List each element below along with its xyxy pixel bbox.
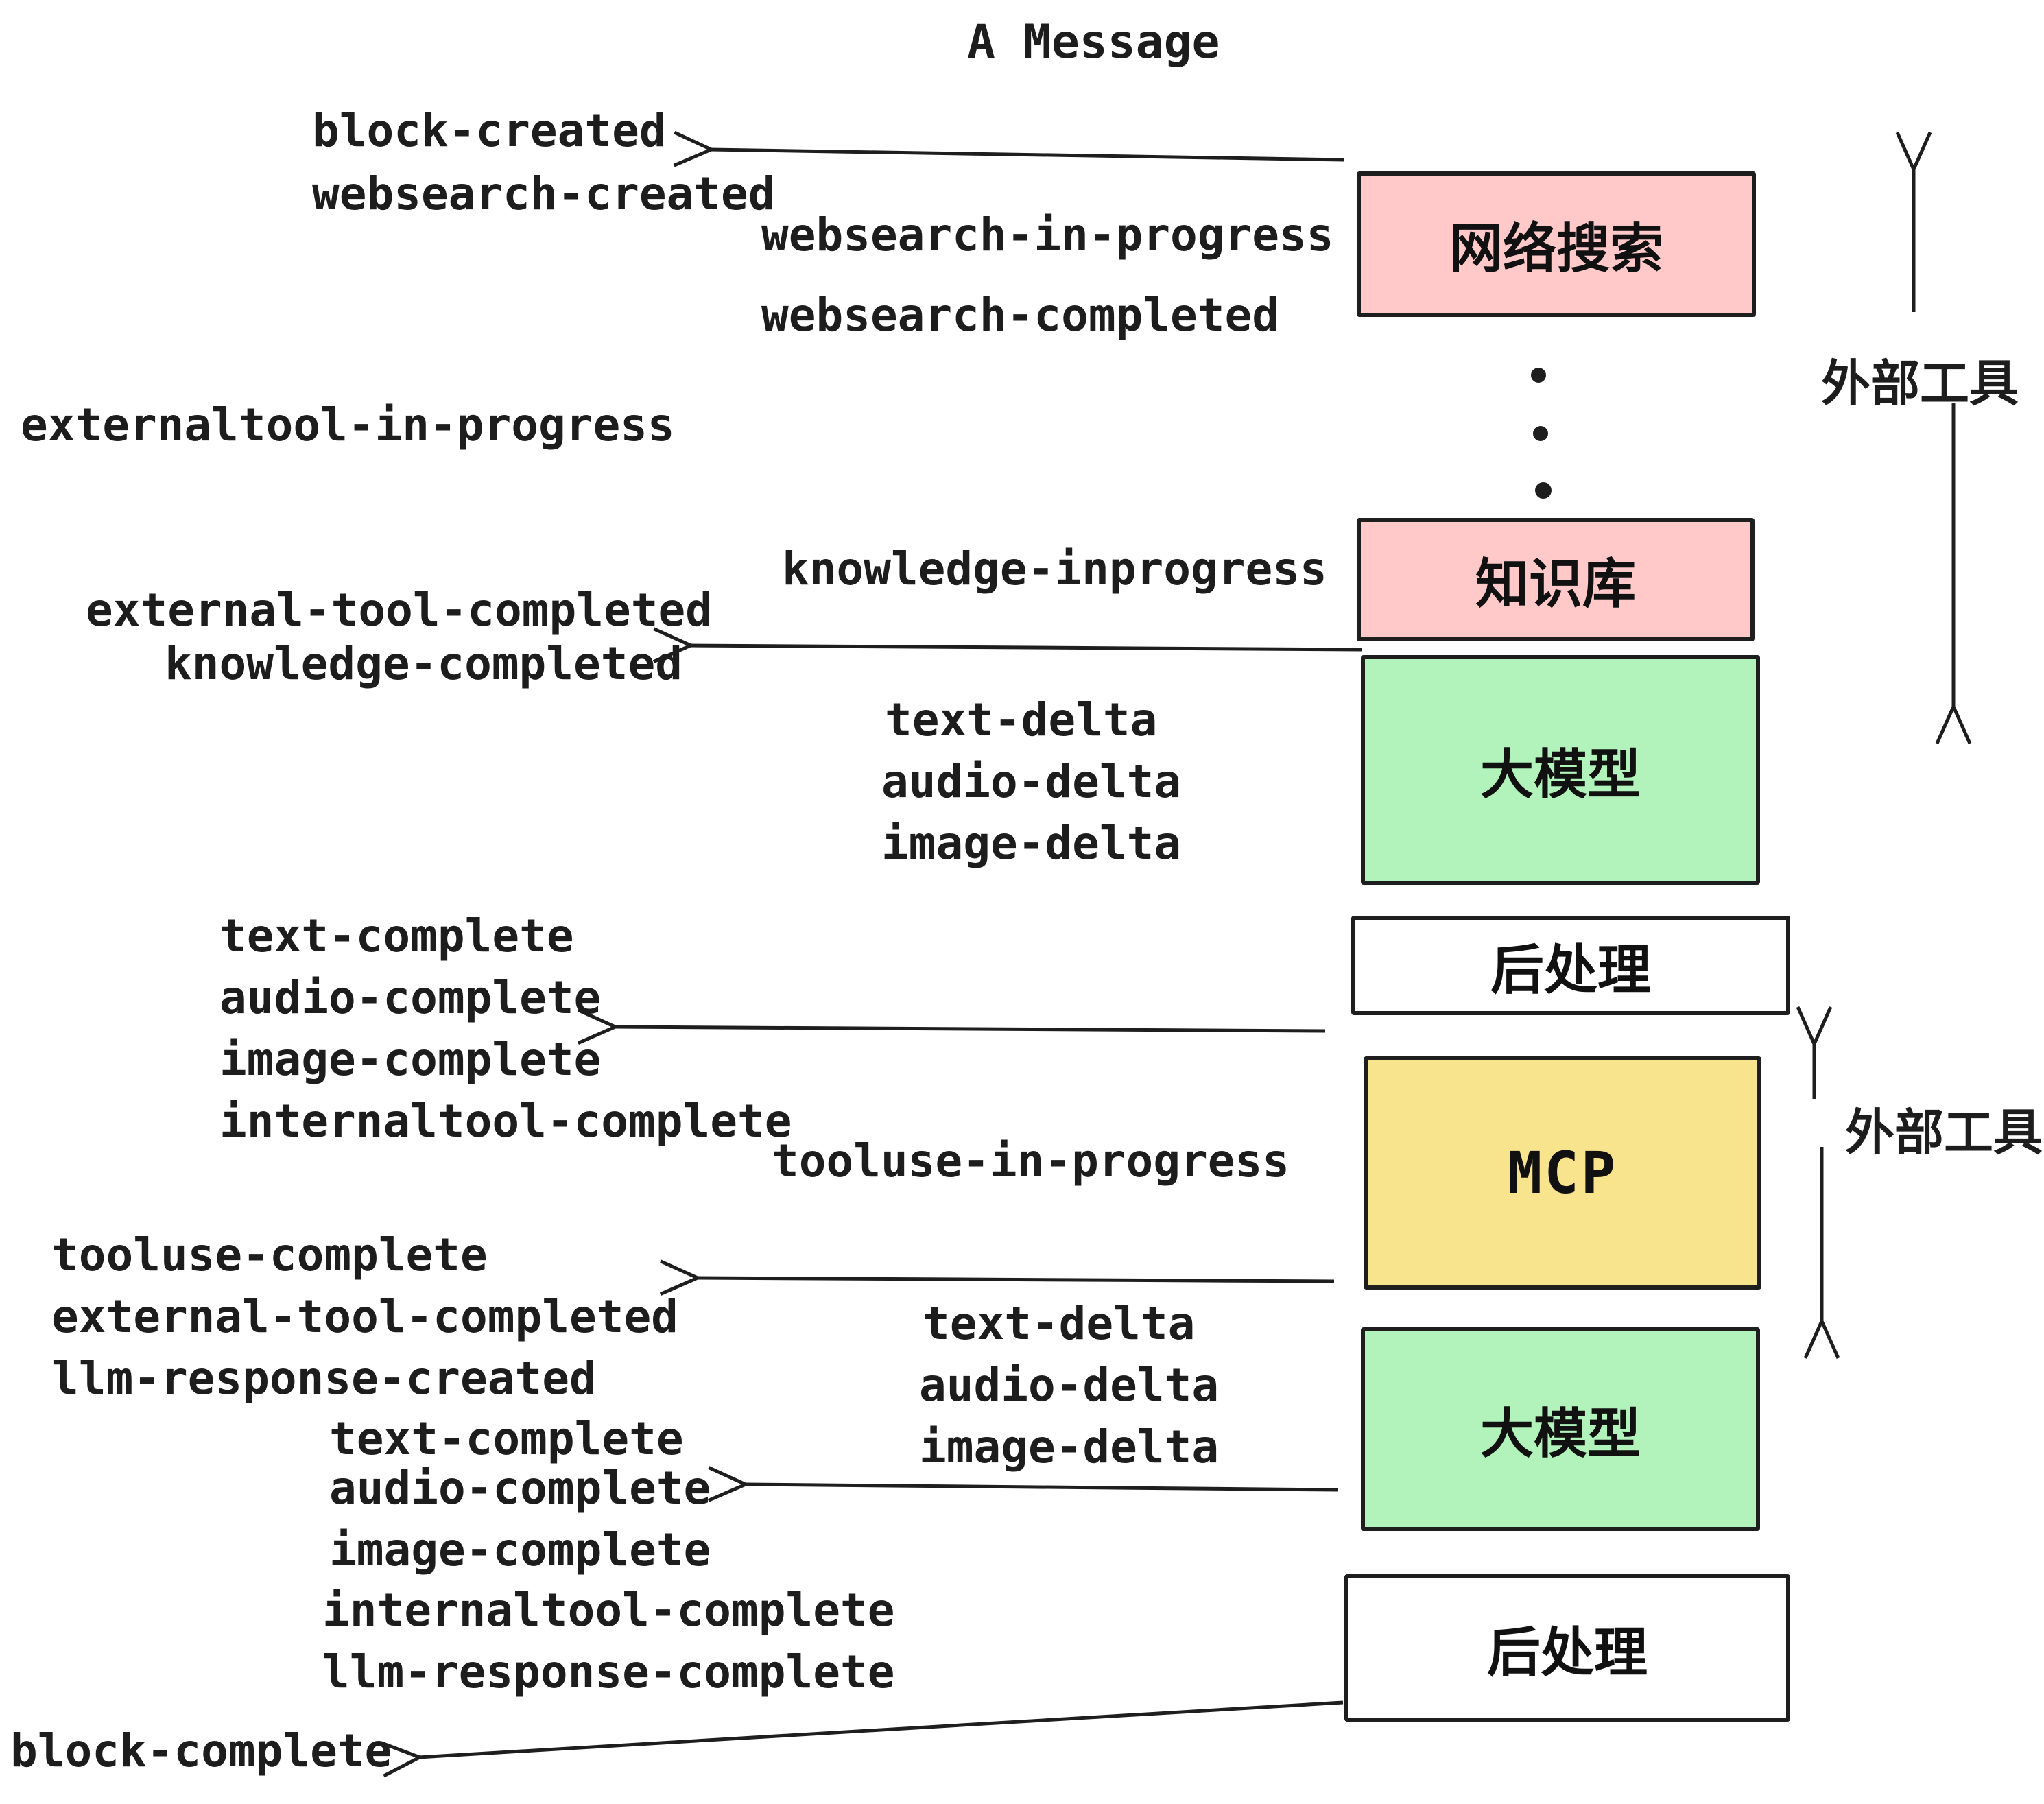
box-post-process-1-label: 后处理 [1490, 939, 1651, 1001]
event-image-complete: image-complete [219, 1033, 602, 1086]
arrow-left-block-complete-icon [381, 1700, 1344, 1778]
event-externaltool-in-progress: externaltool-in-progress [21, 399, 675, 451]
box-llm-2: 大模型 [1361, 1327, 1760, 1531]
event-audio-complete-2: audio-complete [329, 1462, 711, 1515]
arrow-left-tooluse-complete-icon [659, 1259, 1335, 1296]
event-image-delta: image-delta [881, 817, 1182, 870]
event-knowledge-inprogress: knowledge-inprogress [782, 543, 1327, 595]
event-websearch-in-progress: websearch-in-progress [761, 209, 1334, 261]
event-external-tool-completed-2: external-tool-completed [51, 1290, 678, 1343]
box-llm-1: 大模型 [1361, 655, 1760, 885]
event-internaltool-complete-2: internaltool-complete [322, 1584, 895, 1637]
event-audio-delta: audio-delta [881, 755, 1182, 808]
box-mcp-label: MCP [1507, 1139, 1618, 1207]
box-web-search-label: 网络搜索 [1449, 218, 1663, 280]
event-text-delta-2: text-delta [923, 1297, 1196, 1350]
box-post-process-2-label: 后处理 [1486, 1622, 1648, 1684]
event-websearch-completed: websearch-completed [761, 289, 1279, 342]
event-llm-response-created: llm-response-created [51, 1352, 597, 1405]
side-label-external-tools-mcp: 外部工具 [1845, 1104, 2043, 1161]
arrow-left-websearch-created-icon [673, 130, 1345, 167]
event-tooluse-complete: tooluse-complete [51, 1229, 488, 1281]
event-audio-complete: audio-complete [219, 971, 602, 1024]
event-websearch-created: websearch-created [312, 167, 776, 220]
box-web-search: 网络搜索 [1357, 171, 1756, 317]
arrow-left-audio-complete-icon [707, 1466, 1338, 1502]
event-internaltool-complete: internaltool-complete [219, 1095, 792, 1148]
event-text-complete-2: text-complete [329, 1412, 684, 1465]
event-audio-delta-2: audio-delta [919, 1359, 1220, 1412]
event-knowledge-completed: knowledge-completed [165, 637, 682, 690]
event-tooluse-in-progress: tooluse-in-progress [772, 1135, 1290, 1187]
box-llm-2-label: 大模型 [1479, 1403, 1641, 1465]
page-title: A Message [967, 15, 1220, 69]
ellipsis-dot-icon [1533, 426, 1548, 441]
box-knowledge-base-label: 知识库 [1475, 554, 1636, 615]
side-label-external-tools-top: 外部工具 [1821, 355, 2019, 412]
event-llm-response-complete: llm-response-complete [322, 1646, 895, 1698]
box-mcp: MCP [1364, 1056, 1761, 1290]
ellipsis-dot-icon [1531, 368, 1546, 383]
event-text-delta: text-delta [885, 693, 1158, 746]
box-post-process-2: 后处理 [1344, 1574, 1790, 1722]
event-external-tool-completed: external-tool-completed [86, 584, 713, 637]
event-block-complete: block-complete [10, 1724, 392, 1777]
event-block-created: block-created [312, 104, 667, 157]
event-text-complete: text-complete [219, 910, 574, 962]
box-knowledge-base: 知识库 [1357, 518, 1755, 641]
arrow-left-image-complete-icon [577, 1008, 1326, 1045]
arrow-left-knowledge-completed-icon [652, 627, 1362, 663]
event-image-delta-2: image-delta [919, 1421, 1220, 1473]
ellipsis-dot-icon [1535, 482, 1552, 499]
box-llm-1-label: 大模型 [1479, 744, 1641, 806]
box-post-process-1: 后处理 [1351, 916, 1790, 1015]
event-image-complete-2: image-complete [329, 1523, 711, 1576]
